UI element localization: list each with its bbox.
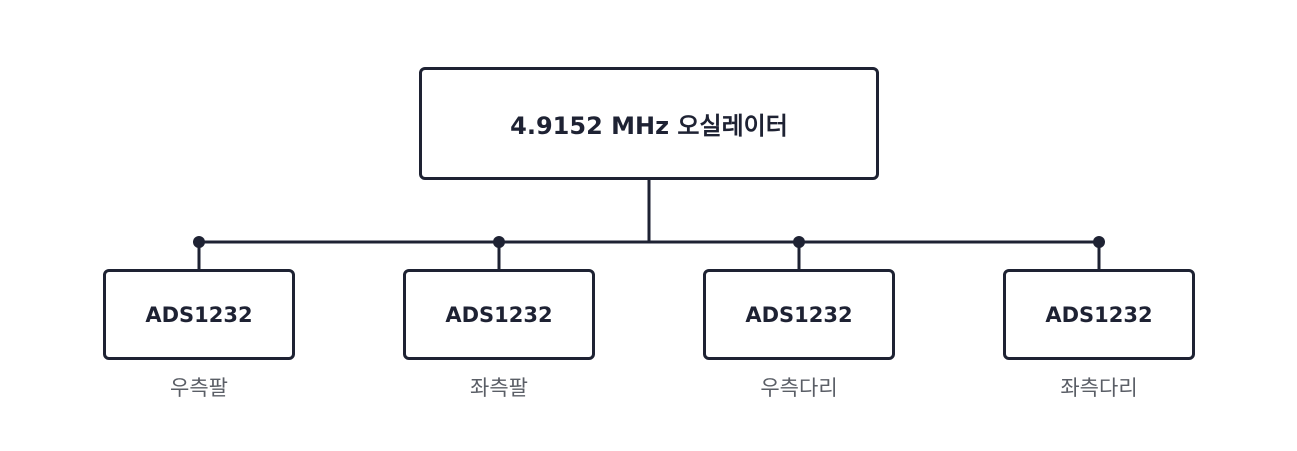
oscillator-box: 4.9152 MHz 오실레이터 xyxy=(419,67,879,180)
adc-caption-3: 우측다리 xyxy=(760,376,838,400)
adc-caption-2: 좌측팔 xyxy=(470,376,528,400)
adc-chip-label: ADS1232 xyxy=(745,302,853,327)
adc-chip-label: ADS1232 xyxy=(1045,302,1153,327)
adc-box-2: ADS1232 xyxy=(403,269,595,360)
adc-box-3: ADS1232 xyxy=(703,269,895,360)
adc-chip-label: ADS1232 xyxy=(445,302,553,327)
junction-dot-3 xyxy=(793,236,805,248)
adc-caption-4: 좌측다리 xyxy=(1060,376,1138,400)
adc-box-4: ADS1232 xyxy=(1003,269,1195,360)
junction-dot-2 xyxy=(493,236,505,248)
adc-box-1: ADS1232 xyxy=(103,269,295,360)
adc-caption-1: 우측팔 xyxy=(170,376,228,400)
oscillator-label: 4.9152 MHz 오실레이터 xyxy=(510,112,788,140)
adc-chip-label: ADS1232 xyxy=(145,302,253,327)
junction-dot-4 xyxy=(1093,236,1105,248)
junction-dot-1 xyxy=(193,236,205,248)
